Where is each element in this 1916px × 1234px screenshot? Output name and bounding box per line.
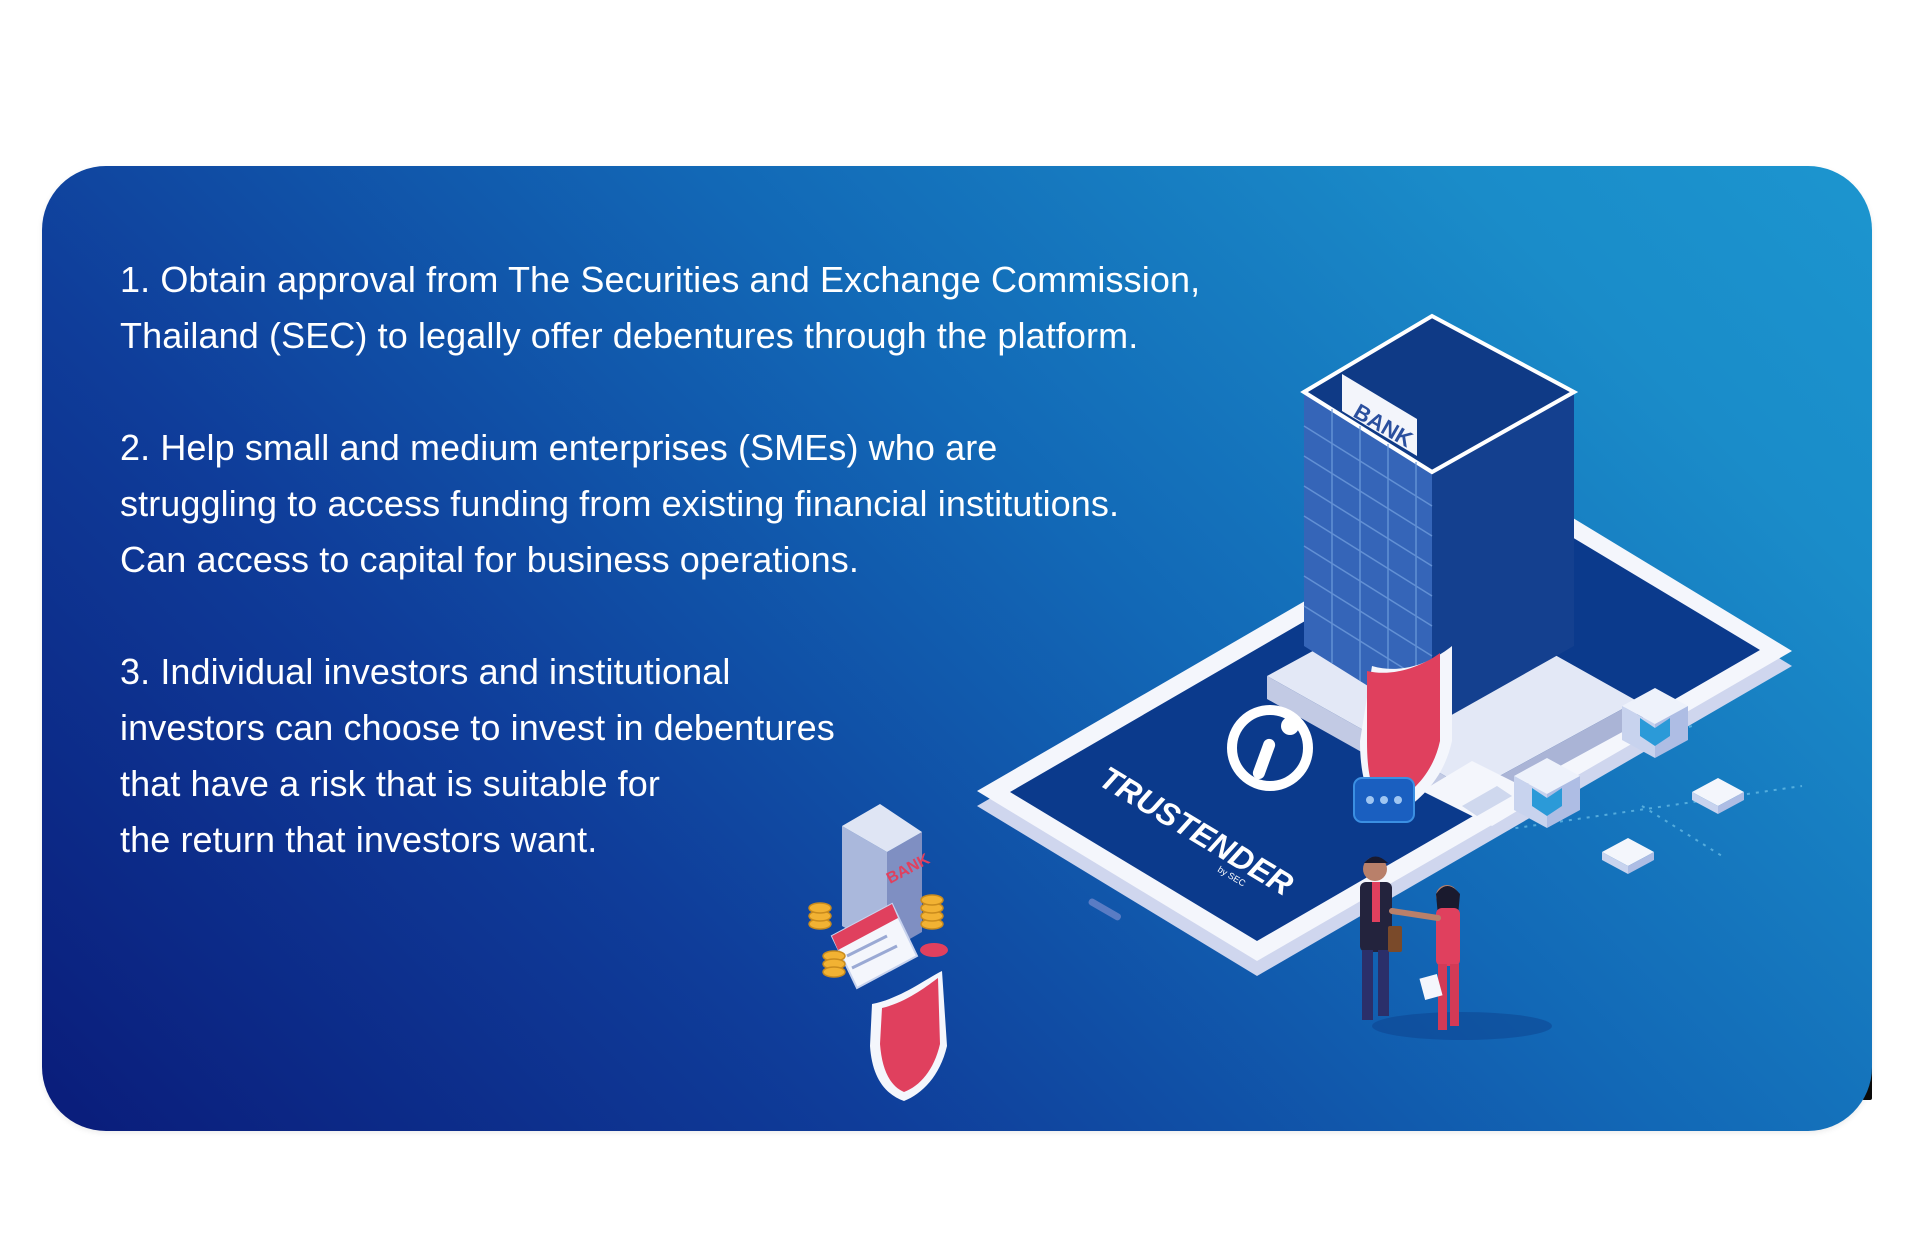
cube-icon	[1622, 688, 1688, 758]
point-2-line-1: 2. Help small and medium enterprises (SM…	[120, 427, 998, 468]
point-3-line-2: investors can choose to invest in debent…	[120, 707, 835, 748]
point-1-line-2: Thailand (SEC) to legally offer debentur…	[120, 315, 1139, 356]
tile-icon	[1692, 778, 1744, 814]
cube-icon	[1514, 758, 1580, 828]
small-bank-group: BANK	[808, 804, 948, 990]
point-3: 3. Individual investors and institutiona…	[120, 644, 835, 868]
small-shield-icon	[870, 971, 947, 1101]
point-2-line-2: struggling to access funding from existi…	[120, 483, 1120, 524]
point-2-line-3: Can access to capital for business opera…	[120, 539, 859, 580]
point-1: 1. Obtain approval from The Securities a…	[120, 252, 1200, 364]
coin-stack-icon	[808, 894, 944, 978]
calendar-icon	[830, 902, 919, 990]
trustender-logo	[1227, 705, 1313, 791]
point-3-line-4: the return that investors want.	[120, 819, 598, 860]
message-card-icon	[1422, 761, 1542, 826]
info-card: BANK TRU	[42, 166, 1872, 1131]
chat-bubble-icon	[1353, 777, 1415, 823]
point-2: 2. Help small and medium enterprises (SM…	[120, 420, 1119, 588]
point-3-line-1: 3. Individual investors and institutiona…	[120, 651, 731, 692]
point-3-line-3: that have a risk that is suitable for	[120, 763, 660, 804]
bank-building: BANK	[1300, 313, 1579, 726]
tile-icon	[1602, 838, 1654, 874]
fintech-illustration: BANK TRU	[808, 313, 1803, 1101]
point-1-line-1: 1. Obtain approval from The Securities a…	[120, 259, 1201, 300]
people-handshake	[1360, 856, 1552, 1040]
